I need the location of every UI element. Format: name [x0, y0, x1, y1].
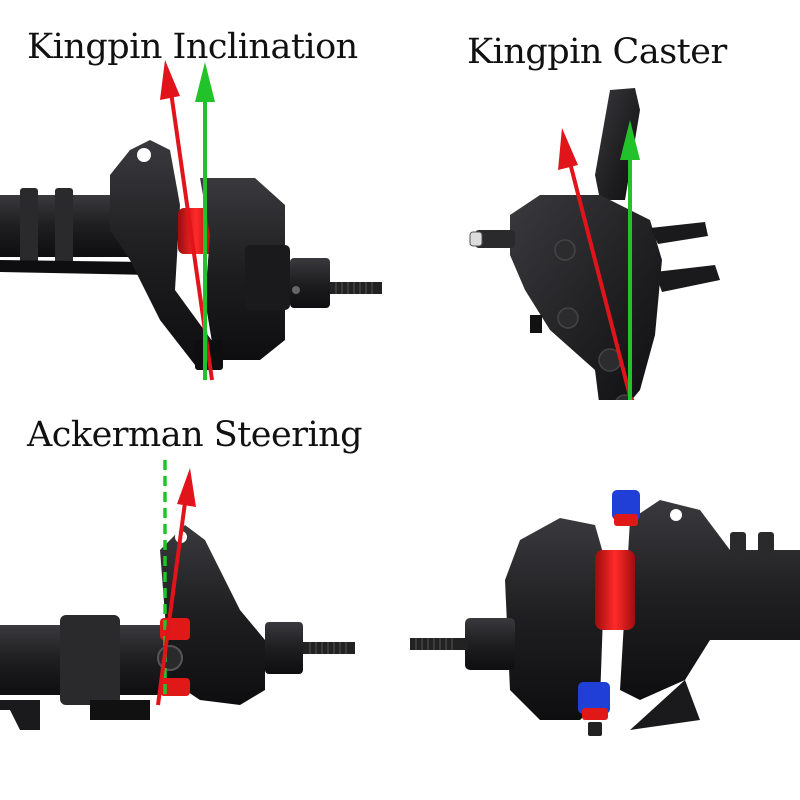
ackerman-steering-photo: [0, 460, 355, 730]
panel-kingpin-caster: Kingpin Caster: [400, 0, 800, 400]
red-kingpin-bushing-right: [595, 550, 635, 630]
ackerman-red-arrow: [156, 468, 196, 706]
blue-hardware: [578, 490, 640, 736]
axle-hardware-photo: [410, 490, 800, 736]
steering-knuckle: [195, 178, 382, 370]
ackerman-axle: [0, 525, 355, 730]
panel-axle-hardware: [400, 400, 800, 800]
label-kingpin-caster: Kingpin Caster: [467, 32, 727, 72]
kingpin-inclination-green-arrow: [195, 62, 215, 380]
label-kingpin-inclination: Kingpin Inclination: [27, 27, 358, 67]
caster-knuckle: [469, 88, 720, 400]
panel-kingpin-inclination: Kingpin Inclination: [0, 0, 400, 400]
kingpin-inclination-photo: [0, 60, 382, 381]
c-hub: [110, 140, 215, 365]
knuckle-right: [410, 518, 605, 720]
kingpin-caster-green-arrow: [620, 120, 640, 400]
label-ackerman-steering: Ackerman Steering: [27, 415, 363, 455]
kingpin-caster-photo: [469, 88, 720, 400]
panel-ackerman-steering: Ackerman Steering: [0, 400, 400, 800]
axle-housing-right: [620, 500, 800, 730]
